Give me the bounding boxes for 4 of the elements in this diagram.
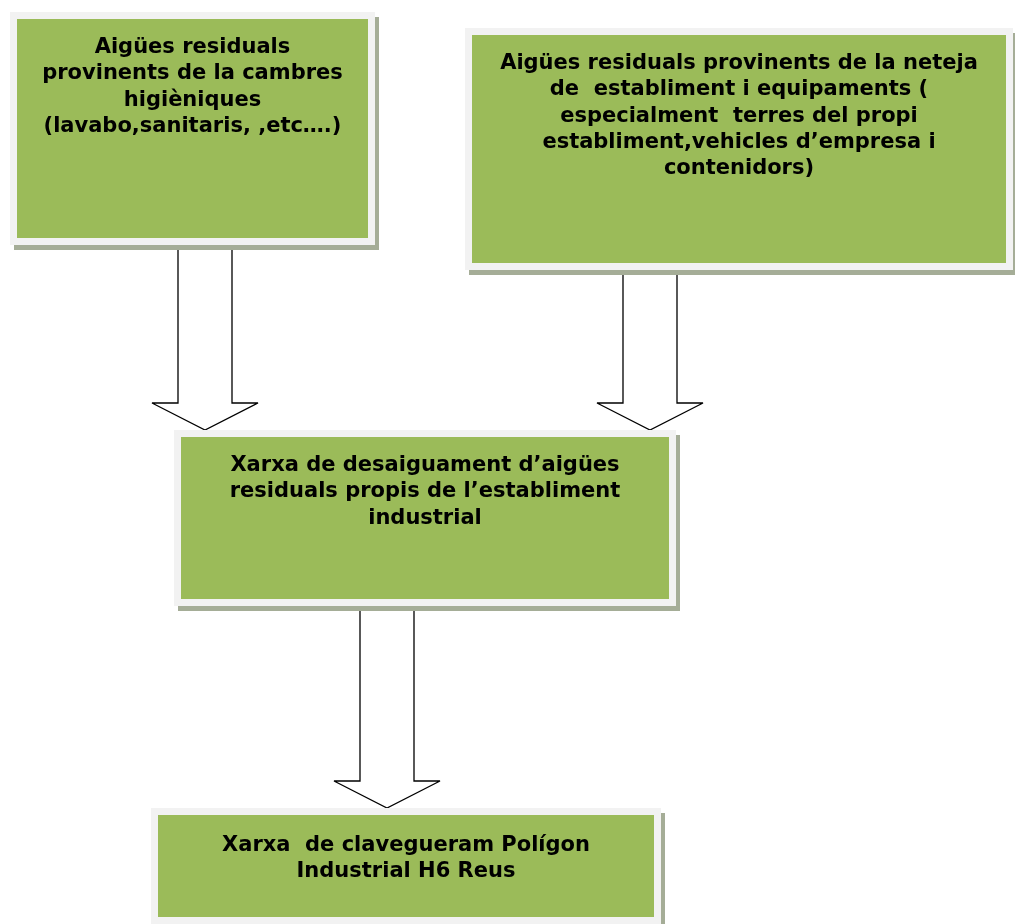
box-text: Xarxa de desaiguament d’aigües residuals propis de l’establiment industrial	[228, 451, 622, 530]
box-text: Xarxa de clavegueram Polígon Industrial H6 Reus	[221, 831, 591, 884]
box-text: Aigües residuals provinents de la neteja de establiment i equipaments ( especialment terres del propi establiment,vehicles d’empresa i contenidors)	[499, 49, 979, 181]
box-text: Aigües residuals provinents de la cambres higièniques (lavabo,sanitaris, ,etc….)	[41, 33, 344, 138]
